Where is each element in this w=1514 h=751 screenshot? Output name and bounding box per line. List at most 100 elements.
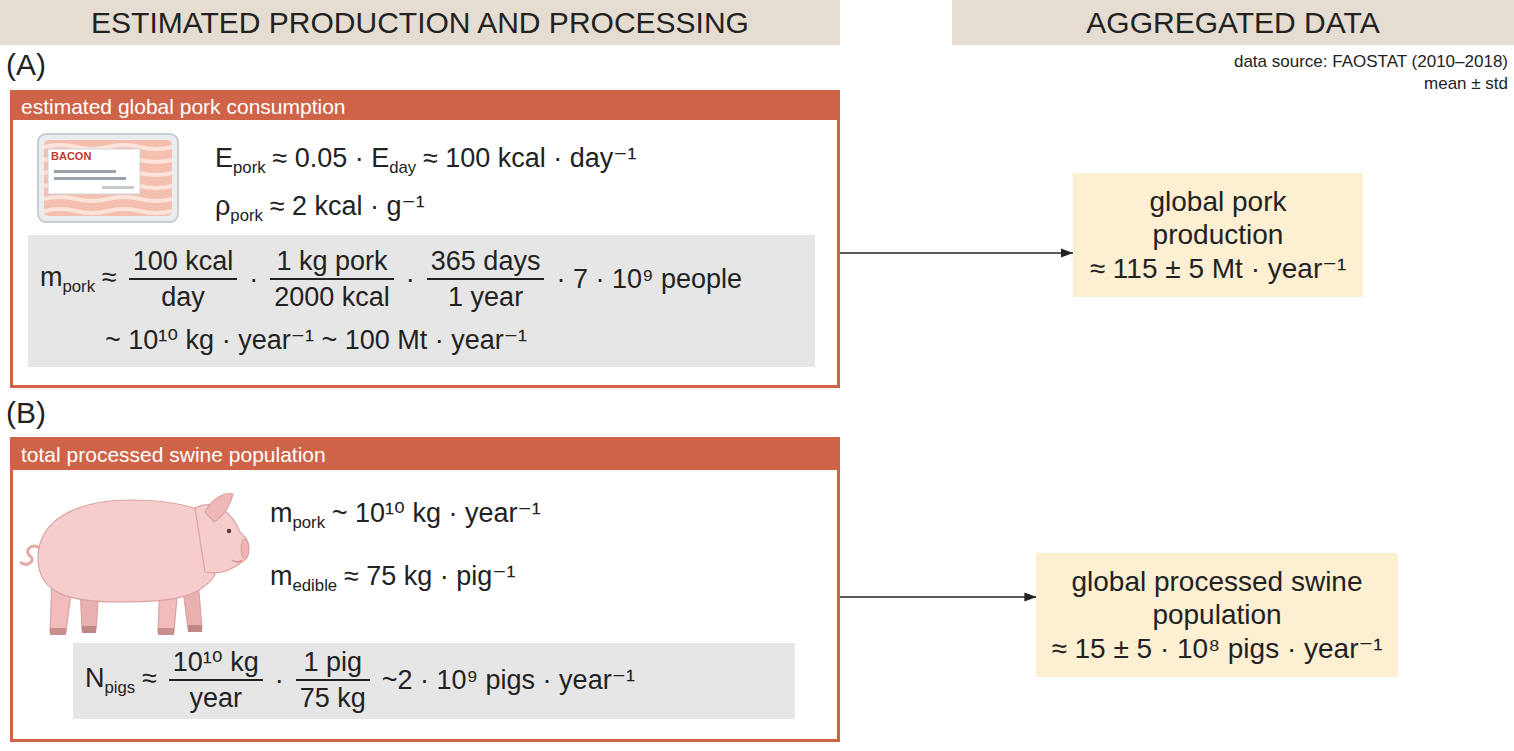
formula-row: ~ 10¹⁰ kg · year⁻¹ ~ 100 Mt · year⁻¹ [105,324,527,356]
fraction: 1 pig75 kg [296,646,370,715]
formula-box: Npigs ≈10¹⁰ kgyear · 1 pig75 kg ~2 · 10⁹ pig… [73,643,795,719]
arrow-connector [840,252,1073,254]
subscript-text: pork [233,158,266,177]
formula-term: medible ≈ 75 kg · pig⁻¹ [270,560,516,596]
pig-hoof [82,626,96,633]
formula-row: Npigs ≈10¹⁰ kgyear · 1 pig75 kg ~2 · 10⁹ pig… [85,646,635,715]
denominator-text: 2000 kcal [270,280,394,313]
formula-term: · [406,263,415,295]
formula-text: ≈ [102,262,117,292]
subscript-text: edible [293,576,338,595]
subscript-text: day [389,158,416,177]
result-heading: global processed swine population [1050,565,1383,632]
pig-eye [227,529,231,533]
pig-tail [20,546,40,564]
formula-text: ~ 10¹⁰ kg · year⁻¹ [332,498,541,528]
label-line [102,186,134,189]
panel-letter: (B) [6,396,46,431]
formula-term: ~ 10¹⁰ kg · year⁻¹ ~ 100 Mt · year⁻¹ [105,324,527,356]
panel-letter: (A) [6,48,46,83]
formula-text: m [270,561,293,591]
label-line [54,177,126,180]
denominator-text: 75 kg [296,681,370,714]
formula-term: · [249,263,258,295]
formula-text: ≈ [142,663,157,693]
pig-ear [205,494,233,522]
formula-text: ρ [215,191,230,221]
formula-term: mpork ~ 10¹⁰ kg · year⁻¹ [270,497,541,533]
numerator-text: 1 kg pork [270,245,394,280]
pig-body [38,500,215,602]
package [38,134,178,222]
numerator-text: 1 pig [296,646,370,681]
formula-box: mpork ≈100 kcalday · 1 kg pork2000 kcal · 365… [28,235,815,367]
denominator-text: year [169,681,263,714]
fraction: 1 kg pork2000 kcal [270,245,394,314]
band-title: ESTIMATED PRODUCTION AND PROCESSING [91,6,749,40]
label-line [54,170,116,173]
formula-term: mpork ≈ [40,261,117,297]
formula-term: Epork ≈ 0.05 · Eday ≈ 100 kcal · day⁻¹ [215,142,637,178]
formula-row: ρpork ≈ 2 kcal · g⁻¹ [215,190,425,226]
formula-term: ~2 · 10⁹ pigs · year⁻¹ [382,664,635,696]
formula-text: ≈ 0.05 · E [272,143,389,173]
formula-text: · [406,264,415,294]
result-box: global processed swine population≈ 15 ± … [1036,553,1397,678]
formula-row: mpork ~ 10¹⁰ kg · year⁻¹ [270,497,541,533]
section-panel: estimated global pork consumptionEpork≈ … [10,90,840,388]
numerator-text: 365 days [427,245,545,280]
pig-snout [241,539,249,559]
panel-title: total processed swine population [13,443,326,466]
pig-mouth [232,560,242,562]
denominator-text: 1 year [427,280,545,313]
formula-term: · [275,664,284,696]
denominator-text: day [129,280,238,313]
package-label: BACON [51,150,91,163]
result-heading: global pork production [1087,185,1349,252]
bacon-fat [44,197,172,201]
fraction: 100 kcalday [129,245,238,314]
formula-text: ~2 · 10⁹ pigs · year⁻¹ [382,665,635,695]
band-title: AGGREGATED DATA [1086,6,1379,40]
subscript-text: pork [293,513,326,532]
formula-text: · [249,264,258,294]
subscript-text: pigs [105,678,136,697]
numerator-text: 10¹⁰ kg [169,646,263,681]
header-band: AGGREGATED DATA [952,0,1514,45]
result-value: ≈ 115 ± 5 Mt · year⁻¹ [1090,252,1347,286]
formula-term: ρpork ≈ 2 kcal · g⁻¹ [215,190,425,226]
formula-text: · [275,665,284,695]
formula-term: Npigs ≈ [85,662,157,698]
subscript-text: pork [230,206,263,225]
arrow-connector [840,596,1036,598]
pig-hoof [188,625,202,632]
formula-text: ≈ 2 kcal · g⁻¹ [270,191,425,221]
fraction: 10¹⁰ kgyear [169,646,263,715]
panel-title: estimated global pork consumption [13,95,346,118]
pig-illustration [20,494,249,635]
header-strip: estimated global pork consumption [13,93,837,120]
formula-row: medible ≈ 75 kg · pig⁻¹ [270,560,516,596]
header-strip: total processed swine population [13,440,837,470]
formula-text: m [270,498,293,528]
formula-term: · 7 · 10⁹ people [556,263,742,295]
result-box: global pork production≈ 115 ± 5 Mt · yea… [1073,173,1363,298]
pig-hoof [158,628,174,635]
bacon-fat [44,209,172,213]
fraction: 365 days1 year [427,245,545,314]
formula-text: ≈ 75 kg · pig⁻¹ [344,561,516,591]
formula-text: N [85,663,105,693]
source-note: mean ± std [1424,74,1508,94]
result-value: ≈ 15 ± 5 · 10⁸ pigs · year⁻¹ [1051,632,1382,666]
formula-text: ≈ 100 kcal · day⁻¹ [423,143,637,173]
formula-text: m [40,262,63,292]
formula-row: Epork ≈ 0.05 · Eday ≈ 100 kcal · day⁻¹ [215,142,637,178]
source-note: data source: FAOSTAT (2010–2018) [1234,52,1508,72]
package-label-card [48,149,140,194]
subscript-text: pork [63,277,96,296]
numerator-text: 100 kcal [129,245,238,280]
formula-text: ~ 10¹⁰ kg · year⁻¹ ~ 100 Mt · year⁻¹ [105,325,527,355]
formula-text: E [215,143,233,173]
section-panel: total processed swine populationmpork~ 1… [10,437,840,742]
